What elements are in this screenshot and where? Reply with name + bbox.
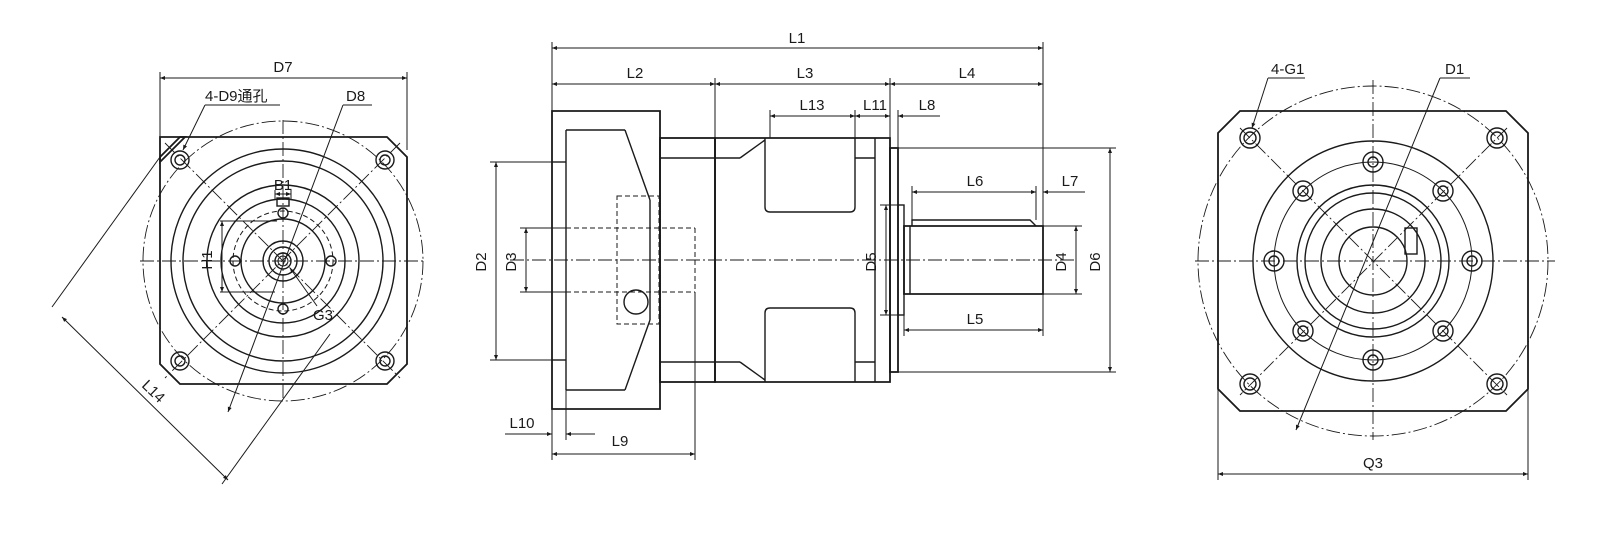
side-view: L1 L2 L3 L4 L13 L11 L8 L6 L7 L5 xyxy=(473,30,1116,460)
label-D3: D3 xyxy=(503,252,520,271)
gear-housing xyxy=(714,137,891,383)
left-corner-hole xyxy=(170,150,190,170)
label-L10: L10 xyxy=(509,415,534,432)
left-corner-hole xyxy=(375,150,395,170)
left-view: D7 4-D9通孔 D8 B1 H1 G3 L14 xyxy=(51,59,425,485)
label-L13: L13 xyxy=(799,97,824,114)
label-L1: L1 xyxy=(789,30,806,47)
label-L4: L4 xyxy=(959,65,976,82)
label-L14: L14 xyxy=(138,377,168,407)
right-corner-hole xyxy=(1486,127,1508,149)
input-housing xyxy=(551,110,661,410)
label-D1: D1 xyxy=(1445,61,1464,78)
label-L8: L8 xyxy=(919,97,936,114)
label-D2: D2 xyxy=(473,252,490,271)
label-D4: D4 xyxy=(1053,252,1070,271)
label-L7: L7 xyxy=(1062,173,1079,190)
label-L2: L2 xyxy=(627,65,644,82)
label-L6: L6 xyxy=(967,173,984,190)
right-corner-hole xyxy=(1239,373,1261,395)
left-corner-hole xyxy=(375,351,395,371)
label-Q3: Q3 xyxy=(1363,455,1383,472)
label-L9: L9 xyxy=(612,433,629,450)
label-G1: 4-G1 xyxy=(1271,61,1304,78)
label-G3: G3 xyxy=(313,307,333,324)
label-D8: D8 xyxy=(346,88,365,105)
left-corner-hole xyxy=(170,351,190,371)
right-corner-hole xyxy=(1486,373,1508,395)
label-L11: L11 xyxy=(863,97,887,114)
label-L3: L3 xyxy=(797,65,814,82)
label-D7: D7 xyxy=(273,59,292,76)
right-view: 4-G1 D1 Q3 xyxy=(1195,61,1555,480)
label-H1: H1 xyxy=(199,250,216,269)
label-D9-holes: 4-D9通孔 xyxy=(205,88,268,105)
right-square-body xyxy=(1217,110,1529,412)
label-B1: B1 xyxy=(274,177,292,194)
label-D6: D6 xyxy=(1087,252,1104,271)
label-D5: D5 xyxy=(863,252,880,271)
left-square-body xyxy=(159,136,408,385)
label-L5: L5 xyxy=(967,311,984,328)
right-corner-hole xyxy=(1239,127,1261,149)
